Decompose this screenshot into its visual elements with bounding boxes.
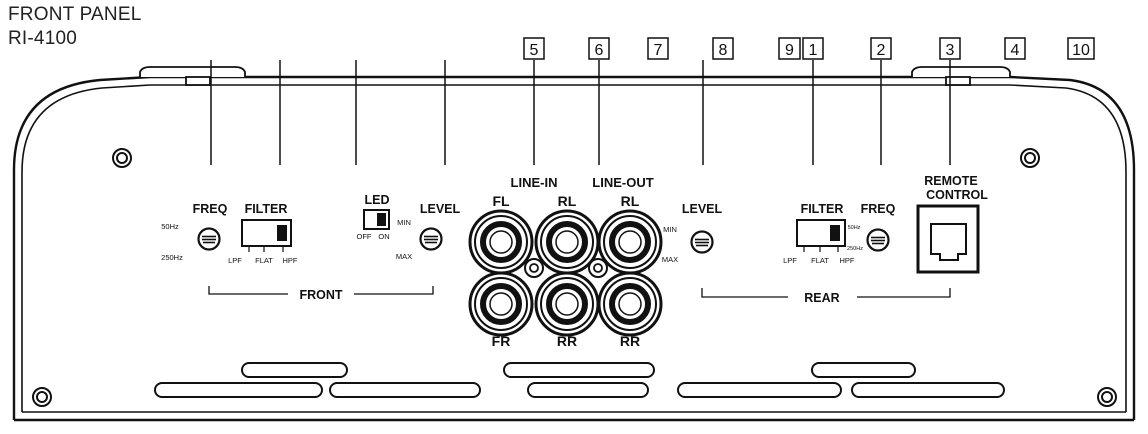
rear-filter-label: FILTER — [801, 202, 844, 216]
callout-6: 6 — [595, 42, 604, 59]
vent-slot — [677, 382, 842, 398]
led-switch[interactable] — [363, 209, 390, 230]
rr-in-label: RR — [557, 333, 577, 349]
front-freq-bottom: 250Hz — [161, 253, 183, 262]
rear-filter-hpf: HPF — [840, 256, 855, 265]
callout-5: 5 — [530, 42, 539, 59]
front-freq-label: FREQ — [193, 202, 228, 216]
remote-control-jack[interactable] — [916, 204, 980, 274]
front-filter-lpf: LPF — [228, 256, 242, 265]
ground-lug-right — [588, 258, 608, 278]
front-filter-label: FILTER — [245, 202, 288, 216]
screw-top-left — [112, 148, 132, 168]
rear-freq-top: 50Hz — [848, 225, 861, 231]
rca-fl-input[interactable] — [470, 211, 532, 273]
callout-7: 7 — [654, 42, 663, 59]
callout-4: 4 — [1011, 42, 1020, 59]
vent-slot — [527, 382, 649, 398]
callout-boxes — [523, 37, 1095, 60]
vent-slot — [154, 382, 323, 398]
screw-bottom-right — [1097, 387, 1117, 407]
callout-1: 1 — [809, 42, 818, 59]
rca-rr-output[interactable] — [599, 273, 661, 335]
rear-freq-knob[interactable] — [866, 228, 890, 252]
callout-3: 3 — [946, 42, 955, 59]
remote-label-line1: REMOTE — [924, 174, 977, 188]
front-level-knob[interactable] — [419, 227, 443, 251]
callout-2: 2 — [877, 42, 886, 59]
mounting-tab-left — [139, 66, 246, 86]
led-on: ON — [378, 232, 389, 241]
front-level-max: MAX — [396, 252, 412, 261]
mounting-tab-right — [911, 66, 1011, 86]
rca-rr-input[interactable] — [536, 273, 598, 335]
led-label: LED — [365, 193, 390, 207]
rear-filter-lpf: LPF — [783, 256, 797, 265]
front-filter-flat: FLAT — [255, 256, 273, 265]
front-freq-knob[interactable] — [197, 227, 221, 251]
fr-label: FR — [492, 333, 511, 349]
ground-lug-left — [524, 258, 544, 278]
rl-in-label: RL — [558, 193, 577, 209]
vent-slot — [851, 382, 1005, 398]
rear-group-label: REAR — [804, 291, 839, 305]
callout-8: 8 — [719, 42, 728, 59]
vent-slot — [811, 362, 916, 378]
front-group-label: FRONT — [299, 288, 342, 302]
led-off: OFF — [357, 232, 372, 241]
vent-slot — [329, 382, 481, 398]
screw-top-right — [1020, 148, 1040, 168]
rear-filter-flat: FLAT — [811, 256, 829, 265]
model-number: RI-4100 — [8, 28, 77, 49]
rr-out-label: RR — [620, 333, 640, 349]
rca-rl-input[interactable] — [536, 211, 598, 273]
line-in-label: LINE-IN — [511, 175, 558, 190]
front-filter-switch[interactable] — [241, 219, 292, 252]
callout-9: 9 — [785, 42, 794, 59]
vent-slots — [154, 362, 1005, 398]
rear-freq-bottom: 250Hz — [847, 246, 863, 252]
rl-out-label: RL — [621, 193, 640, 209]
fl-label: FL — [492, 193, 510, 209]
rear-group-bracket — [701, 288, 951, 298]
callout-10: 10 — [1072, 42, 1090, 59]
rear-filter-switch[interactable] — [796, 219, 846, 252]
front-level-label: LEVEL — [420, 202, 461, 216]
rear-level-max: MAX — [662, 255, 678, 264]
rca-rl-output[interactable] — [599, 211, 661, 273]
rca-fr-input[interactable] — [470, 273, 532, 335]
rear-level-knob[interactable] — [690, 230, 714, 254]
leader-lines — [210, 60, 951, 165]
panel-title: FRONT PANEL — [8, 4, 142, 25]
front-level-min: MIN — [397, 218, 411, 227]
front-filter-hpf: HPF — [283, 256, 298, 265]
vent-slot — [503, 362, 655, 378]
front-group-bracket — [208, 286, 434, 295]
screw-bottom-left — [32, 387, 52, 407]
rear-level-label: LEVEL — [682, 202, 723, 216]
rear-freq-label: FREQ — [861, 202, 896, 216]
rear-level-min: MIN — [663, 225, 677, 234]
line-out-label: LINE-OUT — [592, 175, 653, 190]
vent-slot — [241, 362, 348, 378]
remote-label-line2: CONTROL — [926, 188, 988, 202]
front-freq-top: 50Hz — [161, 222, 179, 231]
